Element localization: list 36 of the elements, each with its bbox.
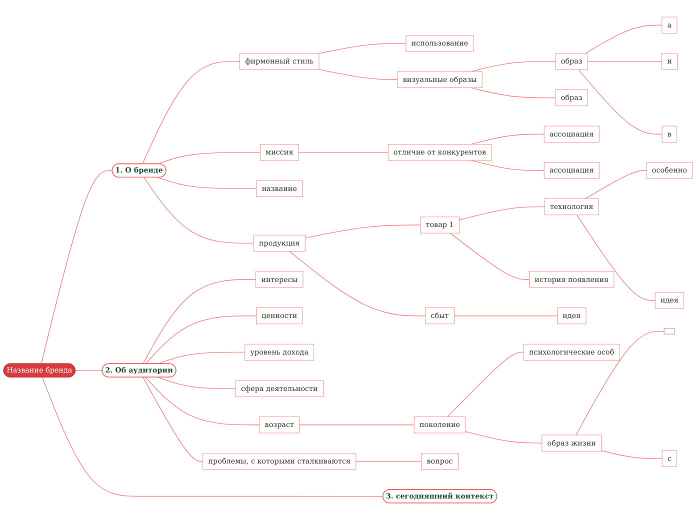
connector bbox=[142, 377, 204, 462]
connector bbox=[289, 250, 426, 316]
connector bbox=[158, 352, 246, 364]
connector bbox=[447, 352, 524, 418]
connector bbox=[578, 69, 662, 134]
connector bbox=[142, 61, 240, 164]
connector bbox=[158, 177, 257, 189]
connector bbox=[299, 424, 414, 426]
connector bbox=[42, 377, 384, 497]
connector bbox=[75, 370, 103, 371]
connector bbox=[40, 170, 113, 364]
connector bbox=[584, 170, 647, 200]
connector bbox=[145, 377, 260, 426]
connector bbox=[318, 42, 406, 54]
connector bbox=[584, 24, 662, 54]
connector bbox=[470, 87, 556, 98]
connector bbox=[356, 460, 422, 462]
connector bbox=[158, 377, 236, 389]
connector bbox=[142, 279, 256, 364]
connector bbox=[458, 206, 545, 220]
connector bbox=[145, 316, 257, 364]
connector bbox=[158, 152, 260, 164]
connector bbox=[450, 232, 530, 280]
connector bbox=[600, 450, 662, 459]
connector bbox=[470, 61, 556, 72]
connector bbox=[298, 152, 388, 153]
connector bbox=[465, 431, 542, 444]
connector bbox=[470, 160, 544, 171]
node-box bbox=[664, 328, 676, 334]
connector bbox=[144, 177, 254, 244]
connector bbox=[304, 224, 421, 238]
connector bbox=[318, 69, 398, 80]
connector bbox=[470, 134, 544, 145]
connector bbox=[576, 214, 656, 301]
connector bbox=[587, 61, 662, 62]
connector bbox=[576, 331, 664, 436]
